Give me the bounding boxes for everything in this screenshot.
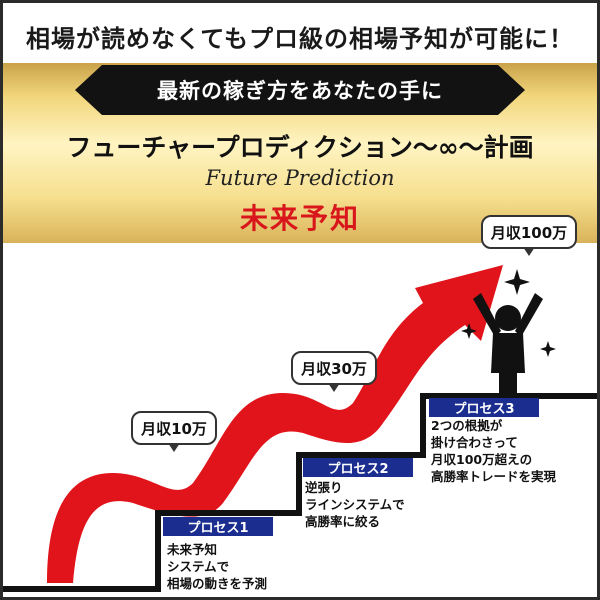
red-title: 未来予知 (239, 202, 360, 235)
process2-label: プロセス2 (303, 458, 413, 477)
sparkle-icon (504, 269, 530, 295)
top-headline: 相場が読めなくてもプロ級の相場予知が可能に！ (25, 24, 575, 53)
income-bubble-30man: 月収30万 (291, 351, 377, 392)
growth-arrow (47, 265, 503, 583)
process2-line: 逆張り (305, 480, 343, 495)
income-bubble-10man: 月収10万 (131, 411, 217, 452)
growth-illustration (3, 265, 597, 592)
staircase (3, 393, 597, 592)
sparkle-icon (461, 323, 477, 339)
process2-line: ラインシステムで (305, 497, 405, 512)
process1-line: システムで (167, 559, 230, 574)
income-bubble-100man: 月収100万 (481, 215, 577, 256)
process2-line: 高勝率に絞る (305, 514, 381, 529)
process2-description: 逆張り ラインシステムで 高勝率に絞る (305, 479, 405, 530)
black-ribbon-banner: 最新の稼ぎ方をあなたの手に (75, 65, 525, 115)
process3-label: プロセス3 (429, 398, 539, 417)
sub-title: Future Prediction (205, 166, 395, 190)
celebrating-person-icon (473, 293, 543, 395)
process1-line: 相場の動きを予測 (167, 576, 268, 591)
main-title: フューチャープロディクション〜∞〜計画 (66, 133, 534, 162)
process3-line: 月収100万超えの (431, 452, 533, 467)
sparkle-icon (540, 341, 556, 357)
process1-description: 未来予知 システムで 相場の動きを予測 (167, 541, 267, 592)
process1-label: プロセス1 (163, 517, 273, 536)
process1-line: 未来予知 (167, 542, 218, 557)
process3-description: 2つの根拠が 掛け合わさって 月収100万超えの 高勝率トレードを実現 (431, 417, 556, 485)
process3-line: 高勝率トレードを実現 (431, 469, 557, 484)
process3-line: 2つの根拠が (431, 418, 503, 433)
process3-line: 掛け合わさって (431, 435, 518, 450)
